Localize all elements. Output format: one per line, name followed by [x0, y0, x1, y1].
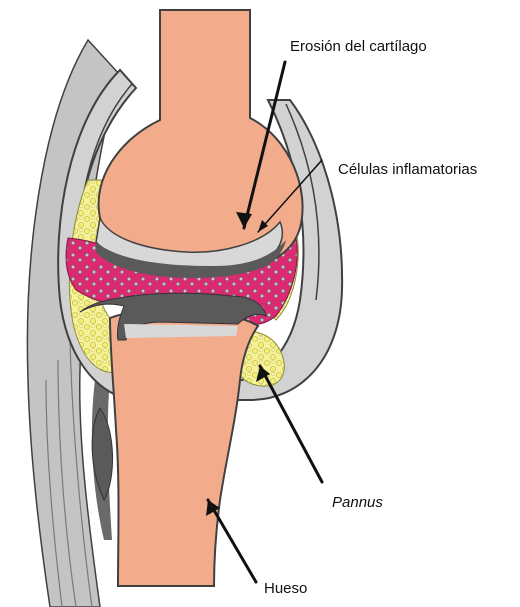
label-inflammatory-cells: Células inflamatorias	[338, 161, 477, 178]
label-pannus: Pannus	[332, 494, 383, 511]
lower-cartilage-band	[124, 324, 238, 338]
label-bone: Hueso	[264, 580, 307, 597]
label-cartilage-erosion: Erosión del cartílago	[290, 38, 427, 55]
